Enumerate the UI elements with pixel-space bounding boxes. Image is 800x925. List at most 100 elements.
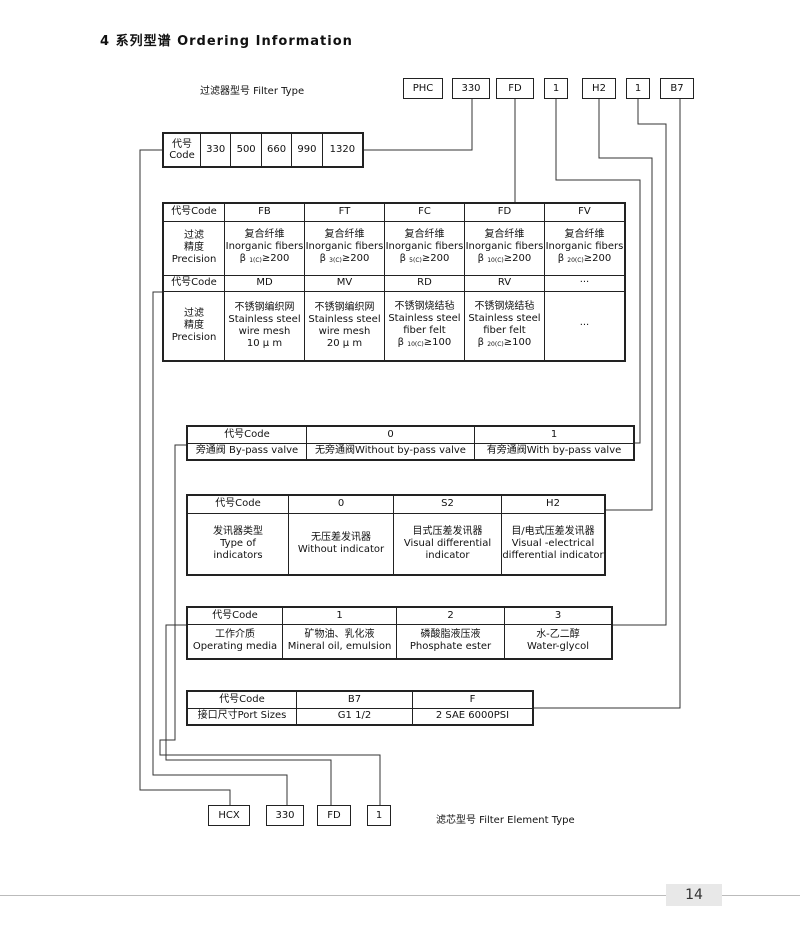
bypass-code: 1 — [474, 425, 635, 444]
size-value: 500 — [230, 132, 262, 168]
bypass-code: 0 — [306, 425, 475, 444]
beta-ratio: β 3(C)≥200 — [319, 253, 370, 264]
precision-row-label-2: 过滤 精度 Precision — [162, 290, 225, 362]
precision-code-label-2: 代号Code — [162, 274, 225, 292]
material-cn: 复合纤维 — [324, 229, 365, 240]
element-type-label: 滤芯型号 Filter Element Type — [436, 815, 575, 826]
element-code-series: HCX — [208, 805, 250, 826]
size-code-header-en: Code — [169, 150, 195, 161]
port-value: G1 1/2 — [296, 707, 413, 726]
size-value: 990 — [291, 132, 323, 168]
precision-label-cn1: 过滤 — [184, 307, 204, 319]
precision-label-en: Precision — [171, 331, 217, 343]
size-code-header-cn: 代号 — [172, 139, 192, 150]
size-value: 1320 — [321, 132, 364, 168]
material-en: Inorganic fibers — [545, 241, 624, 252]
precision-code: MD — [224, 274, 305, 292]
precision-code: RV — [463, 274, 545, 292]
bypass-code-label: 代号Code — [186, 425, 307, 444]
precision-code: MV — [303, 274, 385, 292]
size-value: 330 — [199, 132, 232, 168]
size-value: 660 — [260, 132, 293, 168]
precision-code: ··· — [543, 274, 626, 292]
material-cn: 复合纤维 — [404, 229, 445, 240]
filter-code-precision: FD — [496, 78, 534, 99]
material-en: Inorganic fibers — [465, 241, 544, 252]
precision-table: 代号Code FB FT FC FD FV 过滤 精度 Precision 复合… — [162, 202, 626, 362]
filter-code-series: PHC — [403, 78, 443, 99]
filter-code-port: B7 — [660, 78, 694, 99]
footer-rule — [0, 895, 800, 896]
indicator-code: H2 — [501, 494, 606, 514]
port-code: F — [412, 690, 534, 709]
beta-ratio: β 10(C)≥100 — [397, 336, 452, 348]
material-cn: 复合纤维 — [244, 229, 285, 240]
media-code-label: 代号Code — [186, 606, 283, 625]
size-code-header: 代号 Code — [162, 132, 201, 168]
material-en: Inorganic fibers — [305, 241, 384, 252]
filter-code-bypass: 1 — [544, 78, 568, 99]
beta-ratio: β 5(C)≥200 — [399, 253, 450, 264]
precision-label-cn2: 精度 — [184, 319, 204, 331]
filter-code-size: 330 — [452, 78, 490, 99]
indicator-code-label: 代号Code — [186, 494, 289, 514]
filter-type-label: 过滤器型号 Filter Type — [200, 86, 305, 97]
beta-ratio: β 1(C)≥200 — [239, 253, 290, 264]
precision-code: RD — [383, 274, 465, 292]
port-value: 2 SAE 6000PSI — [412, 707, 534, 726]
bypass-table: 代号Code 0 1 旁通阀 By-pass valve 无旁通阀Without… — [186, 425, 635, 461]
precision-row-label: 过滤 精度 Precision — [162, 220, 225, 276]
precision-code: FV — [543, 202, 626, 222]
precision-code: FC — [383, 202, 465, 222]
precision-cell-more: ··· — [543, 290, 626, 362]
precision-code: FD — [463, 202, 545, 222]
bypass-value: 无旁通阀Without by-pass valve — [306, 442, 475, 461]
material-en: Inorganic fibers — [385, 241, 464, 252]
material-cn: 复合纤维 — [564, 229, 605, 240]
beta-ratio: β 20(C)≥200 — [557, 253, 612, 264]
indicator-code: 0 — [288, 494, 394, 514]
beta-ratio: β 20(C)≥100 — [477, 336, 532, 348]
element-code-precision: FD — [317, 805, 351, 826]
precision-label-cn1: 过滤 — [184, 230, 204, 241]
filter-code-indicator: H2 — [582, 78, 616, 99]
port-code-label: 代号Code — [186, 690, 297, 709]
media-code: 2 — [396, 606, 505, 625]
filter-code-media: 1 — [626, 78, 650, 99]
precision-label-cn2: 精度 — [184, 242, 204, 253]
media-code: 1 — [282, 606, 397, 625]
section-title: 4 系列型谱 Ordering Information — [100, 34, 353, 49]
port-code: B7 — [296, 690, 413, 709]
size-code-table: 代号 Code 330 500 660 990 1320 — [162, 132, 364, 168]
material-en: Inorganic fibers — [225, 241, 304, 252]
precision-code-label: 代号Code — [162, 202, 225, 222]
precision-code: FB — [224, 202, 305, 222]
port-row-label: 接口尺寸Port Sizes — [186, 707, 297, 726]
element-code-size: 330 — [266, 805, 304, 826]
element-code-bypass: 1 — [367, 805, 391, 826]
precision-code: FT — [303, 202, 385, 222]
beta-ratio: β 10(C)≥200 — [477, 253, 532, 264]
port-table: 代号Code B7 F 接口尺寸Port Sizes G1 1/2 2 SAE … — [186, 690, 534, 726]
page-number: 14 — [666, 884, 722, 906]
